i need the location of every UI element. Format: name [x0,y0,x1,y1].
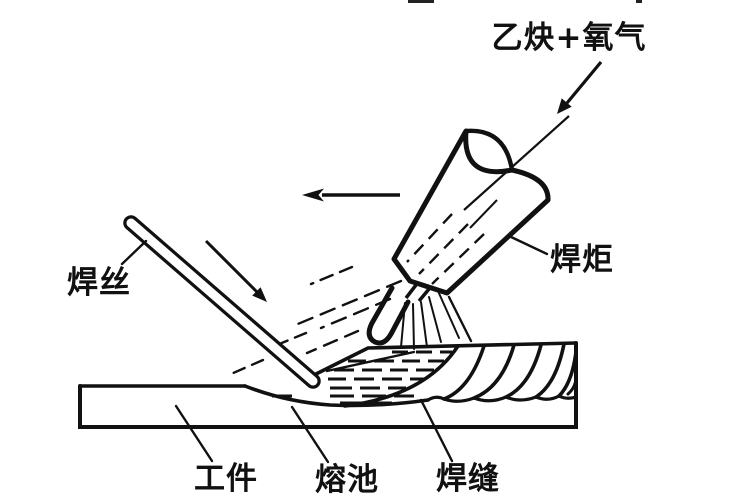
torch-label: 焊炬 [550,242,614,278]
flame-fan-lines [400,290,473,350]
weld-seam-ribs [343,342,578,408]
welding-torch [366,115,570,346]
seam-leader-line [419,398,454,463]
workpiece-leader-line [174,404,214,463]
wire-feed-arrow [204,239,267,302]
torch-body [391,128,551,296]
torch-leader-line [507,234,549,256]
wire-leader-line [120,239,148,266]
seam-label: 焊缝 [436,461,500,497]
torch-axis-line [463,115,570,211]
pool-leader-line [290,405,330,464]
scan-artifacts [408,0,642,3]
torch-nozzle [366,285,411,346]
torch-internal-lines [406,213,485,285]
gas-label: 乙炔+氧气 [492,20,647,56]
torch-opening [465,128,515,171]
workpiece-label: 工件 [194,461,258,497]
workpiece-plate [78,341,578,429]
pool-outline [243,384,430,408]
wire-label: 焊丝 [67,265,131,301]
seam-top-line [314,341,578,376]
pool-hatching [272,350,452,405]
flame-envelope-lines [229,265,416,376]
leader-lines [120,234,549,464]
gas-flow-arrow [557,60,603,114]
travel-direction-arrow [302,188,400,202]
welding-wire-rod [123,215,321,389]
pool-label: 熔池 [315,462,379,498]
